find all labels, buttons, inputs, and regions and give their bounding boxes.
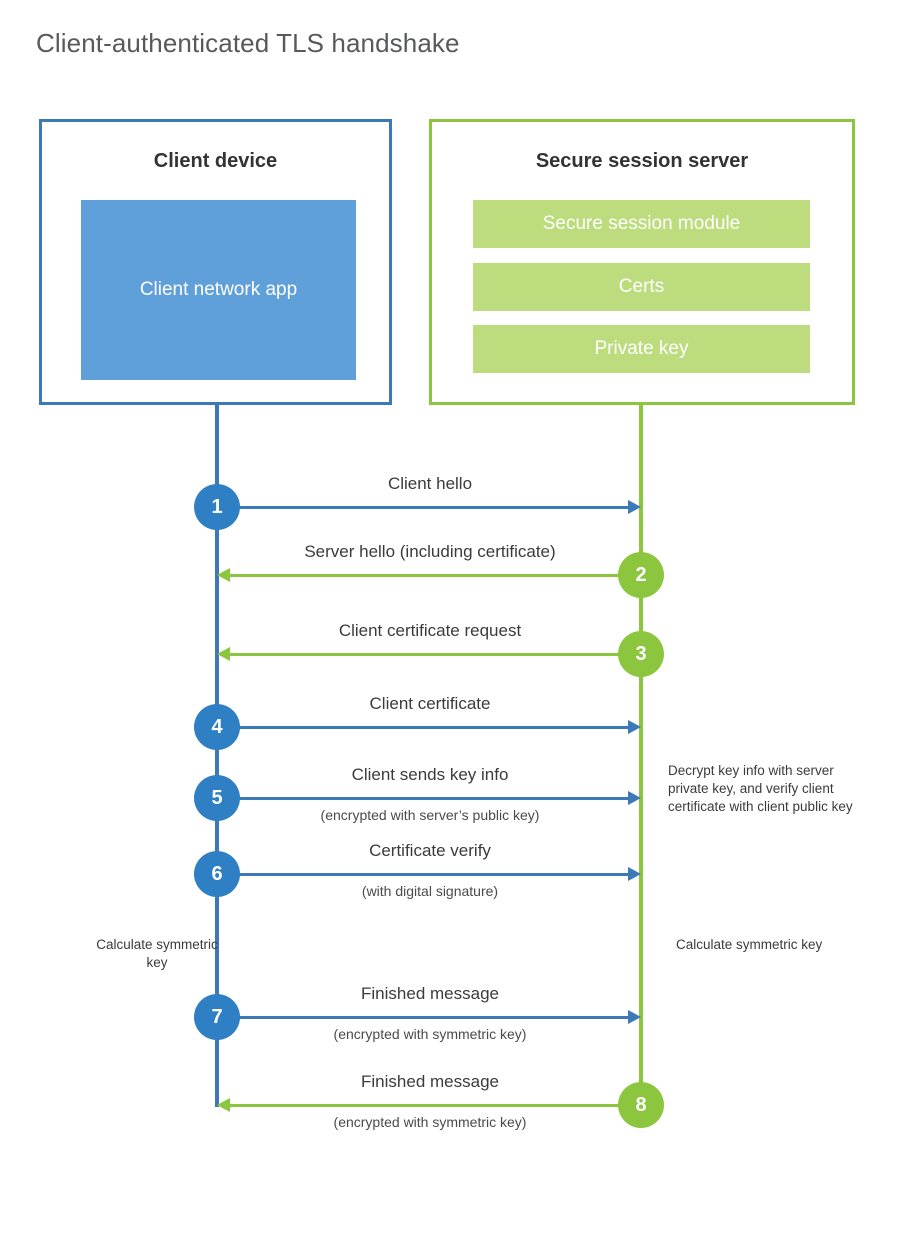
arrow-head-right-icon — [628, 500, 641, 514]
arrow-head-right-icon — [628, 1010, 641, 1024]
message-label: Finished message — [361, 1072, 499, 1091]
note-server-decrypt: Decrypt key info with server private key… — [668, 763, 853, 815]
message-label: Certificate verify — [369, 841, 491, 860]
note-client-calculate-symmetric-key: Calculate symmetric key — [96, 937, 218, 971]
message-label: Client certificate request — [338, 621, 522, 640]
message-line — [230, 574, 641, 577]
message-label: Client certificate — [369, 694, 491, 713]
server-component-secure-session-module: Secure session module — [473, 200, 810, 248]
message-sublabel: (encrypted with symmetric key) — [333, 1114, 527, 1130]
client-device-title: Client device — [153, 150, 278, 172]
secure-session-server-box: Secure session server Secure session mod… — [429, 119, 855, 405]
message-line — [217, 797, 628, 800]
arrow-head-right-icon — [628, 720, 641, 734]
message-label: Client hello — [387, 474, 473, 493]
arrow-head-left-icon — [217, 647, 230, 661]
client-lifeline — [215, 405, 219, 1107]
message-sublabel: (encrypted with symmetric key) — [333, 1026, 527, 1042]
client-network-app-block: Client network app — [81, 200, 356, 380]
server-component-certs: Certs — [473, 263, 810, 311]
step-badge-1: 1 — [194, 484, 240, 530]
message-line — [217, 726, 628, 729]
message-line — [217, 1016, 628, 1019]
step-badge-6: 6 — [194, 851, 240, 897]
message-line — [230, 653, 641, 656]
step-badge-4: 4 — [194, 704, 240, 750]
step-badge-8: 8 — [618, 1082, 664, 1128]
message-line — [230, 1104, 641, 1107]
arrow-head-right-icon — [628, 867, 641, 881]
client-device-box: Client device Client network app — [39, 119, 392, 405]
step-badge-7: 7 — [194, 994, 240, 1040]
message-label: Client sends key info — [351, 765, 509, 784]
note-server-calculate-symmetric-key: Calculate symmetric key — [676, 937, 823, 952]
page-title: Client-authenticated TLS handshake — [36, 28, 460, 58]
message-sublabel: (encrypted with server’s public key) — [320, 807, 540, 823]
server-component-private-key: Private key — [473, 325, 810, 373]
message-line — [217, 873, 628, 876]
step-badge-5: 5 — [194, 775, 240, 821]
message-sublabel: (with digital signature) — [361, 883, 499, 899]
secure-session-server-title: Secure session server — [535, 150, 749, 172]
message-label: Finished message — [361, 984, 499, 1003]
step-badge-3: 3 — [618, 631, 664, 677]
arrow-head-right-icon — [628, 791, 641, 805]
arrow-head-left-icon — [217, 1098, 230, 1112]
arrow-head-left-icon — [217, 568, 230, 582]
message-line — [217, 506, 628, 509]
message-label: Server hello (including certificate) — [304, 542, 556, 561]
step-badge-2: 2 — [618, 552, 664, 598]
server-lifeline — [639, 405, 643, 1107]
